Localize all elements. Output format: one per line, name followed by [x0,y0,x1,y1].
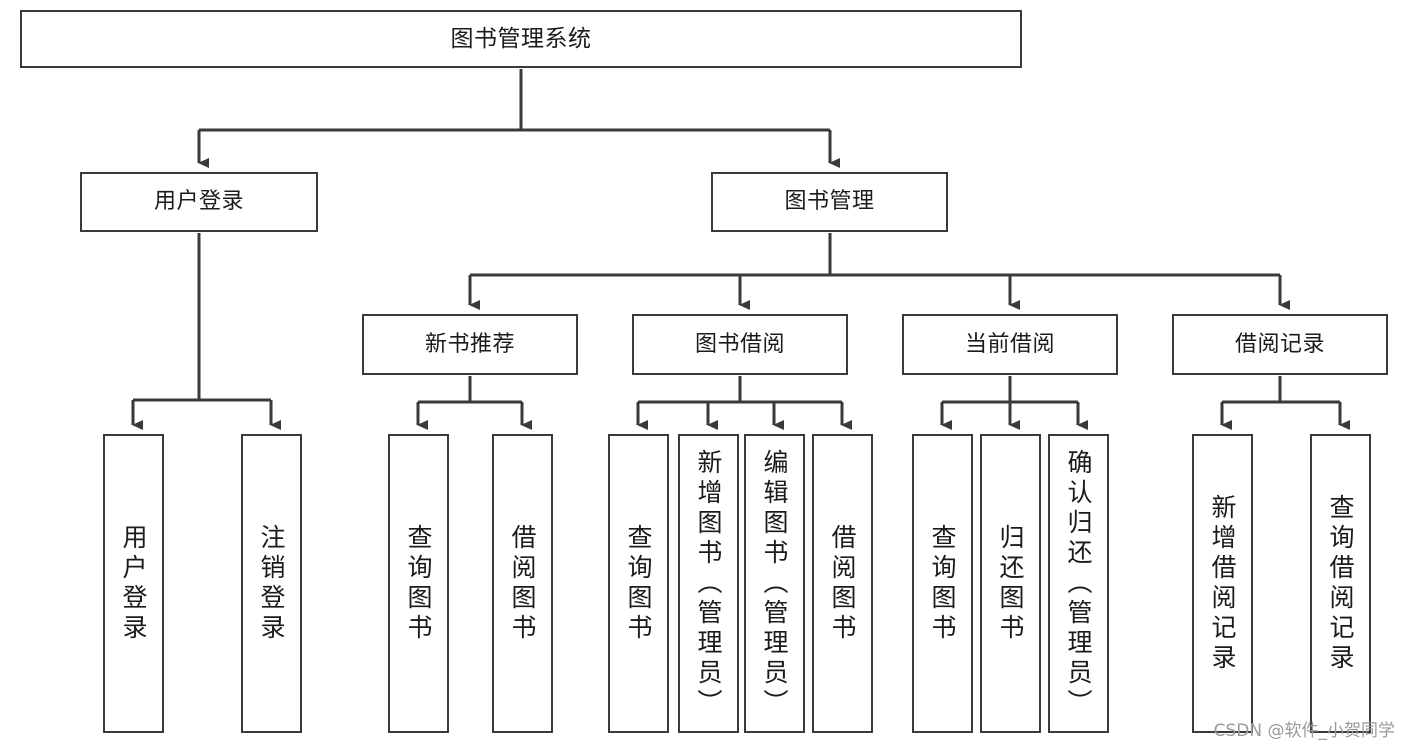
leaf-user-login-signin[interactable]: 用户登录 [103,434,164,733]
node-borrow-record[interactable]: 借阅记录 [1172,314,1388,375]
leaf-borrow-query-book[interactable]: 查询图书 [608,434,669,733]
leaf-new-book-query[interactable]: 查询图书 [388,434,449,733]
node-label: 查询图书 [928,523,957,644]
leaf-record-add[interactable]: 新增借阅记录 [1192,434,1253,733]
node-book-management[interactable]: 图书管理 [711,172,948,232]
leaf-borrow-add-book[interactable]: 新增图书（管理员） [678,434,739,733]
leaf-current-return-book[interactable]: 归还图书 [980,434,1041,733]
node-label: 归还图书 [996,523,1025,644]
node-label: 新增图书（管理员） [694,448,723,719]
node-label: 查询借阅记录 [1326,493,1355,674]
node-label: 借阅记录 [1234,331,1325,357]
leaf-current-query-book[interactable]: 查询图书 [912,434,973,733]
watermark: CSDN @软件_小贺同学 [1213,721,1395,741]
node-label: 用户登录 [153,189,244,215]
leaf-record-query[interactable]: 查询借阅记录 [1310,434,1371,733]
node-label: 借阅图书 [508,523,537,644]
node-book-borrow[interactable]: 图书借阅 [632,314,848,375]
node-new-book-recommend[interactable]: 新书推荐 [362,314,578,375]
node-label: 编辑图书（管理员） [760,448,789,719]
node-label: 当前借阅 [964,331,1055,357]
leaf-user-login-signout[interactable]: 注销登录 [241,434,302,733]
node-label: 查询图书 [404,523,433,644]
node-label: 新书推荐 [424,331,515,357]
leaf-borrow-edit-book[interactable]: 编辑图书（管理员） [744,434,805,733]
leaf-new-book-borrow[interactable]: 借阅图书 [492,434,553,733]
node-root-system[interactable]: 图书管理系统 [20,10,1022,68]
node-label: 图书借阅 [694,331,785,357]
node-label: 图书管理系统 [450,25,592,52]
leaf-borrow-borrow-book[interactable]: 借阅图书 [812,434,873,733]
node-current-borrow[interactable]: 当前借阅 [902,314,1118,375]
node-label: 新增借阅记录 [1208,493,1237,674]
node-label: 查询图书 [624,523,653,644]
leaf-current-confirm-return[interactable]: 确认归还（管理员） [1048,434,1109,733]
node-label: 注销登录 [257,523,286,644]
node-label: 借阅图书 [828,523,857,644]
node-label: 确认归还（管理员） [1064,448,1093,719]
node-user-login[interactable]: 用户登录 [80,172,318,232]
node-label: 图书管理 [784,189,875,215]
node-label: 用户登录 [119,523,148,644]
